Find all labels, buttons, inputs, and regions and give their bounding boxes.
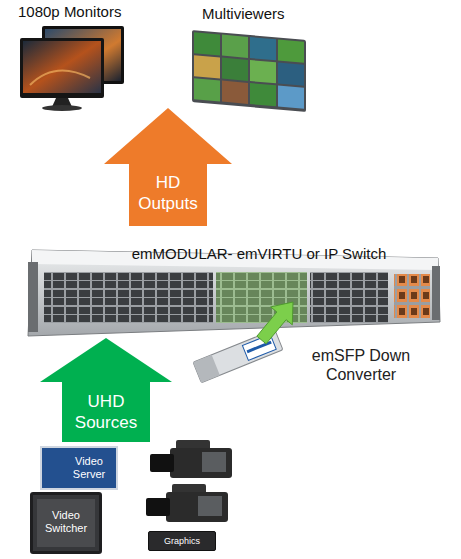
- camera-illustration: [150, 440, 232, 478]
- output-arrow: HD Outputs: [104, 108, 232, 226]
- node-text: emMODULAR- emVIRTU or IP Switch: [124, 245, 394, 262]
- node-text: HD Outputs: [129, 162, 207, 224]
- node-text: Video Switcher: [42, 509, 90, 535]
- source-arrow: UHD Sources: [40, 338, 172, 442]
- sfp-illustration: [193, 329, 283, 382]
- switch-device: emMODULAR- emVIRTU or IP Switch: [28, 236, 442, 302]
- multiviewer-illustration: [192, 30, 306, 112]
- camera-illustration: [146, 484, 228, 522]
- node-text: Video Server: [68, 455, 110, 481]
- switch-illustration: [28, 250, 440, 336]
- node-text: emSFP Down Converter: [304, 346, 418, 384]
- video-server: Video Server: [40, 446, 118, 490]
- block-arrow-fill: [104, 108, 232, 226]
- sfp-module: emSFP Down Converter: [196, 340, 280, 370]
- monitor-illustration: [20, 26, 124, 111]
- video-switcher: Video Switcher: [30, 492, 102, 554]
- image-caption: 1080p Monitors: [18, 3, 121, 20]
- graphics-box: Graphics: [148, 531, 216, 551]
- connector-arrow: [257, 302, 293, 344]
- node-text: Graphics: [149, 536, 215, 547]
- image-caption: Multiviewers: [202, 5, 285, 22]
- node-text: UHD Sources: [62, 384, 150, 440]
- block-arrow-fill: [40, 338, 172, 442]
